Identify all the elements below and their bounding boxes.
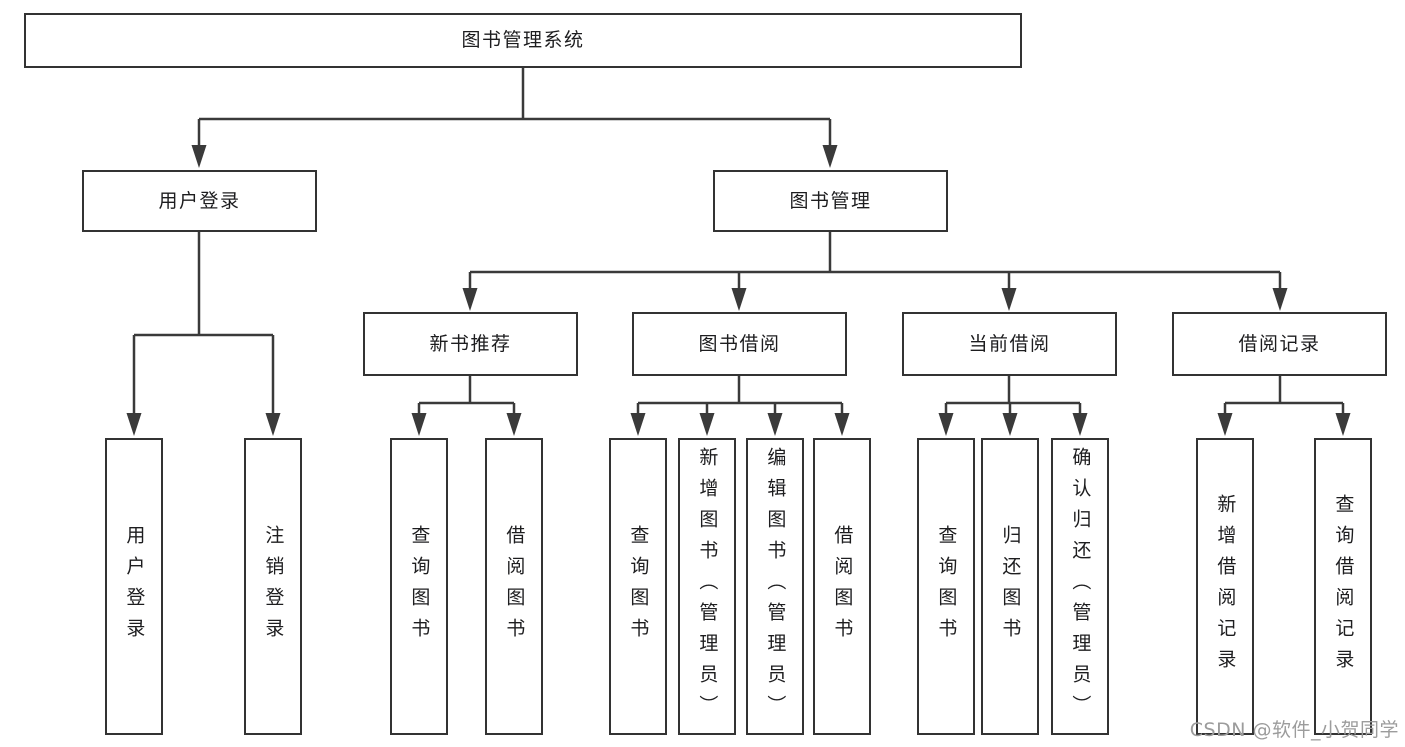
node-book-borrow: 图书借阅 [632,312,847,376]
node-root-system: 图书管理系统 [24,13,1022,68]
connector-book-borrow-children [630,376,850,436]
leaf-confirm-return-admin: 确认归还（管理员） [1051,438,1109,735]
leaf-edit-book-admin: 编辑图书（管理员） [746,438,804,735]
leaf-borrow-books: 借阅图书 [813,438,871,735]
connector-book-management-children [462,232,1288,311]
node-new-book-recommend: 新书推荐 [363,312,578,376]
connector-user-login-children [126,232,281,436]
leaf-current-query-books: 查询图书 [917,438,975,735]
leaf-add-borrow-record: 新增借阅记录 [1196,438,1254,735]
leaf-recommend-query-books: 查询图书 [390,438,448,735]
leaf-user-login: 用户登录 [105,438,163,735]
connector-borrow-records-children [1217,376,1351,436]
leaf-borrow-query-books: 查询图书 [609,438,667,735]
node-book-management: 图书管理 [713,170,948,232]
connector-new-book-recommend-children [411,376,522,436]
leaf-logout: 注销登录 [244,438,302,735]
leaf-recommend-borrow-books: 借阅图书 [485,438,543,735]
connector-root-to-level2 [191,68,838,168]
leaf-query-borrow-record: 查询借阅记录 [1314,438,1372,735]
connector-current-borrow-children [938,376,1088,436]
leaf-add-book-admin: 新增图书（管理员） [678,438,736,735]
node-user-login: 用户登录 [82,170,317,232]
node-current-borrow: 当前借阅 [902,312,1117,376]
csdn-watermark: CSDN @软件_小贺同学 [1189,719,1399,741]
node-borrow-records: 借阅记录 [1172,312,1387,376]
leaf-return-book: 归还图书 [981,438,1039,735]
